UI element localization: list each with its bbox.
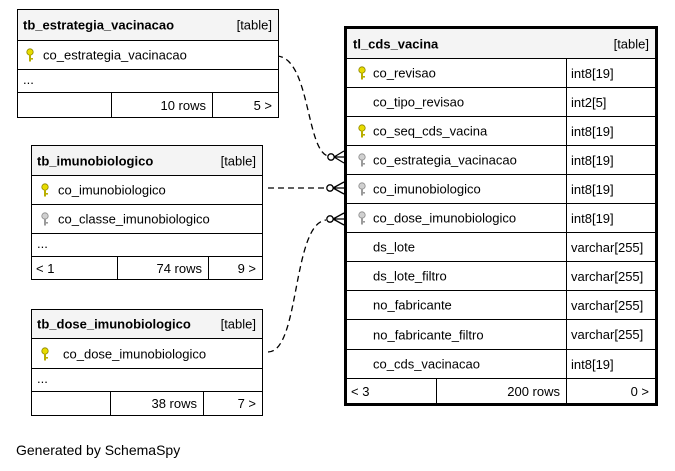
table-stats-row: 38 rows 7 > [32, 392, 262, 415]
column-row[interactable]: co_revisao int8[19] [347, 59, 655, 88]
row-count: 38 rows [151, 396, 197, 411]
table-type: [table] [220, 153, 256, 168]
column-row[interactable]: ds_lote varchar[255] [347, 233, 655, 262]
primary-key-icon [358, 124, 366, 138]
column-type: varchar[255] [566, 320, 655, 349]
column-type: int2[5] [566, 88, 655, 116]
edge-dose-vacina [267, 219, 327, 353]
column-name: co_cds_vacinacao [373, 356, 480, 372]
column-name: co_revisao [373, 65, 436, 81]
column-row[interactable]: co_imunobiologico int8[19] [347, 175, 655, 204]
table-name: tb_dose_imunobiologico [37, 316, 191, 332]
more-columns: ... [37, 371, 48, 386]
table-type: [table] [236, 17, 272, 33]
table-header: tl_cds_vacina [table] [347, 29, 655, 59]
column-name: ds_lote_filtro [373, 268, 447, 284]
foreign-key-icon [358, 211, 366, 225]
primary-key-icon [41, 346, 49, 360]
primary-key-icon [358, 66, 366, 80]
table-tb-estrategia-vacinacao[interactable]: tb_estrategia_vacinacao [table] co_estra… [17, 9, 279, 118]
edge-end-circle [327, 153, 335, 161]
column-row[interactable]: co_estrategia_vacinacao [18, 41, 278, 70]
edge-end-circle [326, 215, 334, 223]
table-tl-cds-vacina[interactable]: tl_cds_vacina [table] co_revisao int8[19… [344, 26, 658, 406]
column-name: ds_lote [373, 239, 415, 255]
row-count: 10 rows [160, 97, 206, 113]
table-name: tl_cds_vacina [353, 36, 439, 51]
column-type: int8[19] [566, 350, 655, 378]
column-row[interactable]: co_dose_imunobiologico int8[19] [347, 204, 655, 233]
column-row[interactable]: co_seq_cds_vacina int8[19] [347, 117, 655, 146]
foreign-key-icon [358, 182, 366, 196]
column-name: co_seq_cds_vacina [373, 123, 488, 139]
column-type: varchar[255] [566, 233, 655, 261]
column-name: co_classe_imunobiologico [58, 211, 210, 227]
crows-foot [332, 212, 345, 226]
row-count: 200 rows [507, 383, 560, 399]
primary-key-icon [26, 48, 34, 62]
children-link[interactable]: 9 > [237, 260, 256, 276]
column-row[interactable]: no_fabricante_filtro varchar[255] [347, 320, 655, 350]
parents-link[interactable] [18, 93, 111, 117]
column-row[interactable]: co_imunobiologico [32, 176, 262, 205]
table-header: tb_dose_imunobiologico [table] [32, 310, 262, 339]
ellipsis-row: ... [32, 369, 262, 392]
parents-link[interactable]: < 1 [36, 260, 55, 276]
children-link[interactable]: 7 > [237, 396, 256, 411]
column-name: no_fabricante_filtro [373, 327, 484, 342]
table-header: tb_imunobiologico [table] [32, 146, 262, 176]
column-type: int8[19] [566, 146, 655, 174]
edge-estrategia-vacina [276, 55, 329, 157]
column-name: co_dose_imunobiologico [63, 346, 207, 361]
table-type: [table] [613, 36, 649, 51]
column-name: co_dose_imunobiologico [373, 210, 517, 226]
ellipsis-row: ... [18, 70, 278, 93]
children-link[interactable]: 5 > [253, 97, 272, 113]
table-name: tb_estrategia_vacinacao [23, 17, 175, 33]
edge-end-circle [326, 184, 334, 192]
column-type: int8[19] [566, 175, 655, 203]
generated-by-footer: Generated by SchemaSpy [16, 442, 181, 458]
table-stats-row: < 1 74 rows 9 > [32, 257, 262, 279]
parents-link[interactable]: < 3 [351, 383, 370, 399]
crows-foot [332, 181, 345, 195]
table-tb-imunobiologico[interactable]: tb_imunobiologico [table] co_imunobiolog… [31, 145, 263, 280]
column-row[interactable]: no_fabricante varchar[255] [347, 291, 655, 320]
more-columns: ... [23, 72, 34, 87]
row-count: 74 rows [156, 260, 202, 276]
table-name: tb_imunobiologico [37, 153, 154, 168]
column-type: varchar[255] [566, 291, 655, 319]
column-row[interactable]: co_tipo_revisao int2[5] [347, 88, 655, 117]
more-columns: ... [37, 236, 48, 251]
column-name: co_imunobiologico [58, 182, 166, 198]
column-name: co_estrategia_vacinacao [43, 47, 187, 63]
children-link[interactable]: 0 > [630, 383, 649, 399]
column-row[interactable]: co_classe_imunobiologico [32, 205, 262, 234]
column-type: varchar[255] [566, 262, 655, 290]
table-type: [table] [220, 316, 256, 332]
column-row[interactable]: ds_lote_filtro varchar[255] [347, 262, 655, 291]
table-stats-row: 10 rows 5 > [18, 93, 278, 117]
table-stats-row: < 3 200 rows 0 > [347, 379, 655, 403]
column-type: int8[19] [566, 117, 655, 145]
foreign-key-icon [358, 153, 366, 167]
parents-link[interactable] [32, 392, 110, 415]
table-tb-dose-imunobiologico[interactable]: tb_dose_imunobiologico [table] co_dose_i… [31, 309, 263, 416]
ellipsis-row: ... [32, 234, 262, 257]
column-type: int8[19] [566, 59, 655, 87]
primary-key-icon [41, 183, 49, 197]
table-header: tb_estrategia_vacinacao [table] [18, 10, 278, 41]
column-name: co_estrategia_vacinacao [373, 152, 517, 168]
column-name: no_fabricante [373, 297, 452, 313]
column-type: int8[19] [566, 204, 655, 232]
column-row[interactable]: co_estrategia_vacinacao int8[19] [347, 146, 655, 175]
column-name: co_imunobiologico [373, 181, 481, 197]
column-row[interactable]: co_cds_vacinacao int8[19] [347, 350, 655, 379]
foreign-key-icon [41, 212, 49, 226]
column-name: co_tipo_revisao [373, 94, 465, 110]
crows-foot [333, 150, 345, 164]
column-row[interactable]: co_dose_imunobiologico [32, 339, 262, 369]
